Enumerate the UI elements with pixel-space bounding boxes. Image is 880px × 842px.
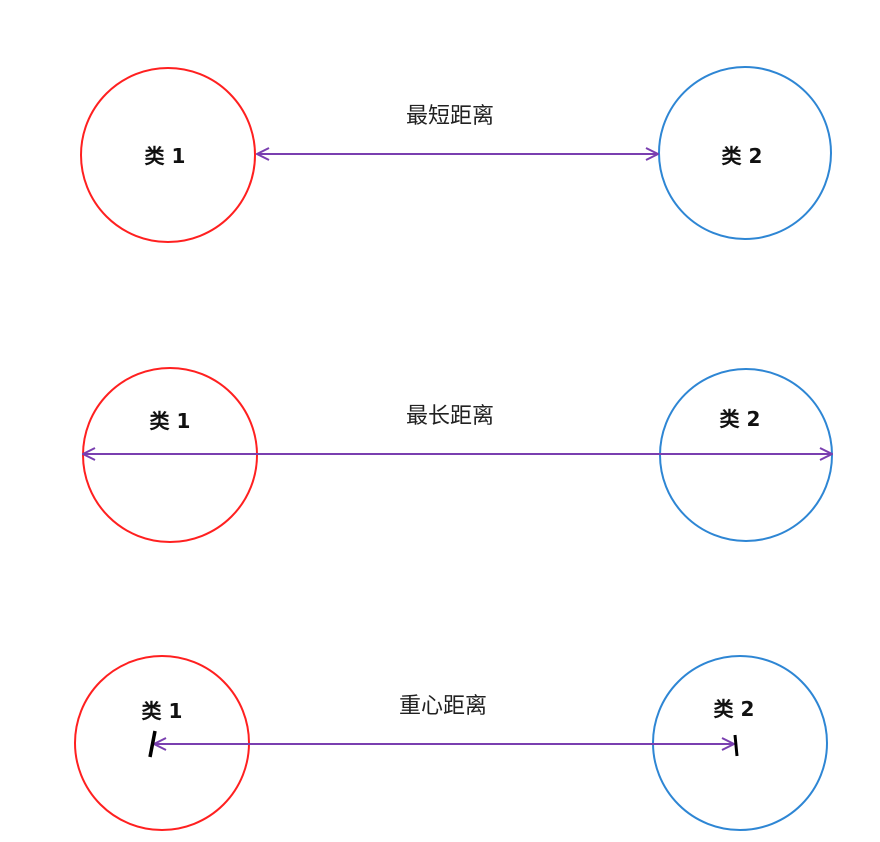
panel-shortest-distance: 最短距离 类 1 类 2 — [80, 66, 832, 243]
panel-longest-distance: 最长距离 类 1 类 2 — [82, 367, 833, 543]
panel-centroid-distance: 重心距离 类 1 类 2 — [74, 655, 828, 831]
cluster-1-label: 类 1 — [150, 409, 191, 433]
centroid-1-marker — [148, 730, 157, 758]
cluster-1-label: 类 1 — [142, 699, 183, 723]
cluster-1-circle — [80, 67, 256, 243]
centroid-2-marker — [733, 734, 739, 757]
cluster-2-label: 类 2 — [720, 407, 761, 431]
cluster-2-label: 类 2 — [714, 697, 755, 721]
distance-label: 最长距离 — [406, 404, 494, 429]
distance-label: 重心距离 — [399, 694, 487, 719]
cluster-2-circle — [658, 66, 832, 240]
cluster-2-label: 类 2 — [722, 144, 763, 168]
cluster-1-label: 类 1 — [145, 144, 186, 168]
distance-label: 最短距离 — [406, 104, 494, 129]
